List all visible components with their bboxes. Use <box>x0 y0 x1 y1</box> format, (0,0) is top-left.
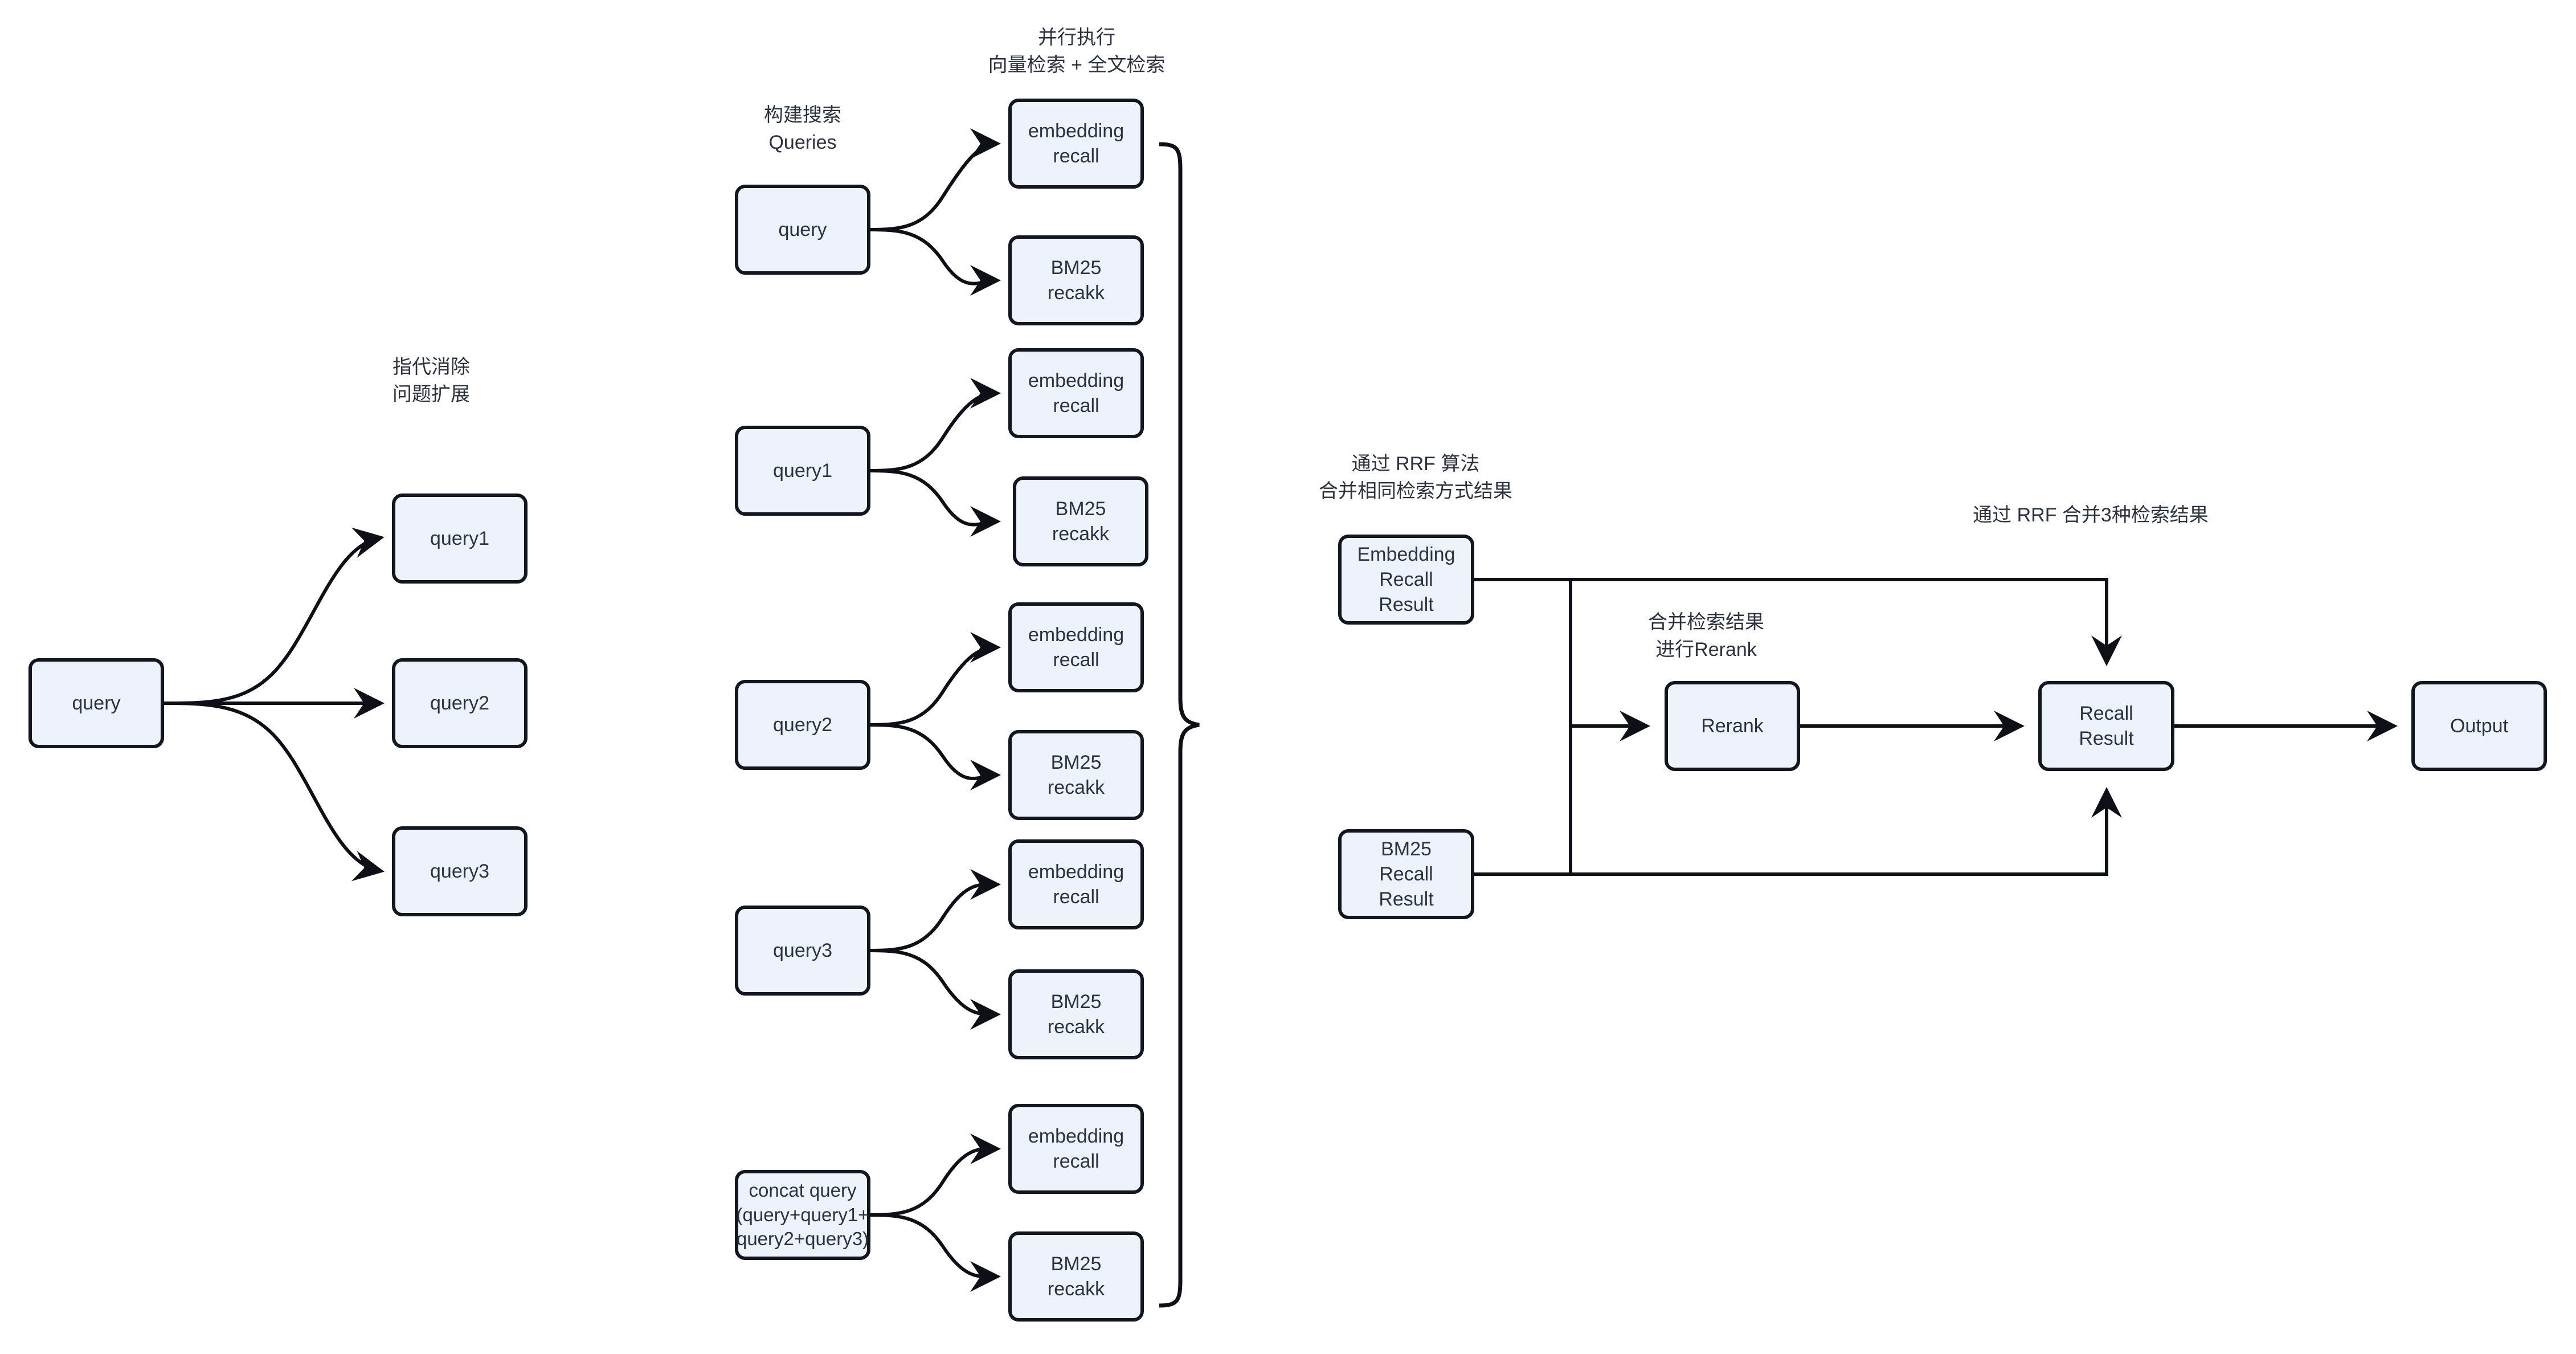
node-embedding-recall-3[interactable]: embedding recall <box>1008 839 1144 929</box>
note-rrf-three: 通过 RRF 合并3种检索结果 <box>1973 504 2209 526</box>
node-expanded-query3[interactable]: query3 <box>392 826 528 916</box>
node-bm25-recall-1[interactable]: BM25 recakk <box>1013 476 1148 566</box>
node-bm25-recall-0[interactable]: BM25 recakk <box>1008 235 1144 325</box>
note-parallel-exec: 并行执行 向量检索 + 全文检索 <box>988 27 1166 76</box>
node-bm25-recall-3[interactable]: BM25 recakk <box>1008 969 1144 1059</box>
node-embedding-recall-2[interactable]: embedding recall <box>1008 602 1144 692</box>
note-merge-rerank: 合并检索结果 进行Rerank <box>1648 611 1764 661</box>
node-bm25-recall-2[interactable]: BM25 recakk <box>1008 730 1144 820</box>
node-search-query-0[interactable]: query <box>735 185 870 275</box>
node-source-query[interactable]: query <box>28 658 164 748</box>
node-recall-result[interactable]: Recall Result <box>2038 681 2174 771</box>
node-expanded-query2[interactable]: query2 <box>392 658 528 748</box>
node-embedding-recall-result[interactable]: Embedding Recall Result <box>1338 535 1474 625</box>
note-build-queries: 构建搜索Queries <box>764 104 841 154</box>
node-output[interactable]: Output <box>2411 681 2547 771</box>
node-rerank[interactable]: Rerank <box>1665 681 1800 771</box>
node-search-query-4[interactable]: concat query (query+query1+ query2+query… <box>735 1170 870 1260</box>
node-embedding-recall-4[interactable]: embedding recall <box>1008 1104 1144 1194</box>
node-bm25-recall-result[interactable]: BM25 Recall Result <box>1338 829 1474 919</box>
note-rrf-same-method: 通过 RRF 算法 合并相同检索方式结果 <box>1319 453 1512 503</box>
node-embedding-recall-0[interactable]: embedding recall <box>1008 99 1144 189</box>
note-left-stage: 指代消除 问题扩展 <box>392 356 470 406</box>
node-search-query-2[interactable]: query2 <box>735 680 870 770</box>
node-embedding-recall-1[interactable]: embedding recall <box>1008 348 1144 438</box>
node-expanded-query1[interactable]: query1 <box>392 494 528 584</box>
node-bm25-recall-4[interactable]: BM25 recakk <box>1008 1231 1144 1322</box>
node-search-query-1[interactable]: query1 <box>735 426 870 516</box>
node-search-query-3[interactable]: query3 <box>735 906 870 996</box>
